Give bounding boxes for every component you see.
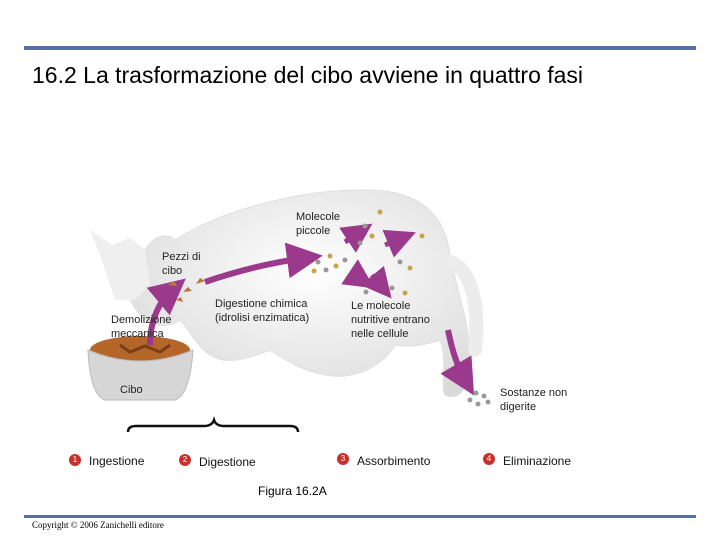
stage-1-label: Ingestione — [89, 454, 145, 468]
arrow-mechanical — [146, 278, 186, 346]
stage-4-label: Eliminazione — [503, 454, 572, 468]
top-rule — [24, 46, 696, 50]
arrow-small-4 — [360, 265, 392, 299]
arrow-small-3 — [341, 259, 375, 289]
stage-2-badge: 2 — [179, 454, 191, 466]
label-small-molecules: Molecole piccole — [296, 211, 341, 237]
stage-1-badge: 1 — [69, 454, 81, 466]
label-mechanical: Demolizione meccanica — [111, 314, 172, 340]
arrow-small-2 — [382, 229, 416, 258]
molecule-dots — [311, 209, 425, 296]
food-pieces — [168, 278, 205, 302]
figure-caption: Figura 16.2A — [258, 484, 327, 498]
arrow-elimination — [440, 329, 475, 396]
copyright: Copyright © 2006 Zanichelli editore — [32, 520, 164, 530]
bottom-rule — [24, 515, 696, 518]
arrow-small-1 — [339, 223, 373, 253]
label-chemical: Digestione chimica (idrolisi enzimatica) — [215, 298, 310, 324]
label-nutrients-enter: Le molecole nutritive entrano nelle cell… — [351, 300, 430, 340]
bowl — [87, 349, 194, 401]
label-undigested: Sostanze non digerite — [500, 387, 568, 413]
bowl-food — [90, 336, 190, 364]
undigested-dots — [467, 390, 491, 407]
stage-2-label: Digestione — [199, 455, 256, 469]
slide-title: 16.2 La trasformazione del cibo avviene … — [32, 62, 584, 88]
cat-head — [90, 230, 150, 300]
cat-tail — [433, 253, 484, 357]
label-food-pieces: Pezzi di cibo — [162, 251, 201, 277]
stage-brace — [126, 416, 300, 433]
stage-4-badge: 4 — [483, 453, 495, 465]
stage-3-label: Assorbimento — [357, 454, 431, 468]
arrow-chemical — [204, 242, 323, 285]
label-food: Cibo — [120, 384, 143, 396]
stage-3-badge: 3 — [337, 453, 349, 465]
